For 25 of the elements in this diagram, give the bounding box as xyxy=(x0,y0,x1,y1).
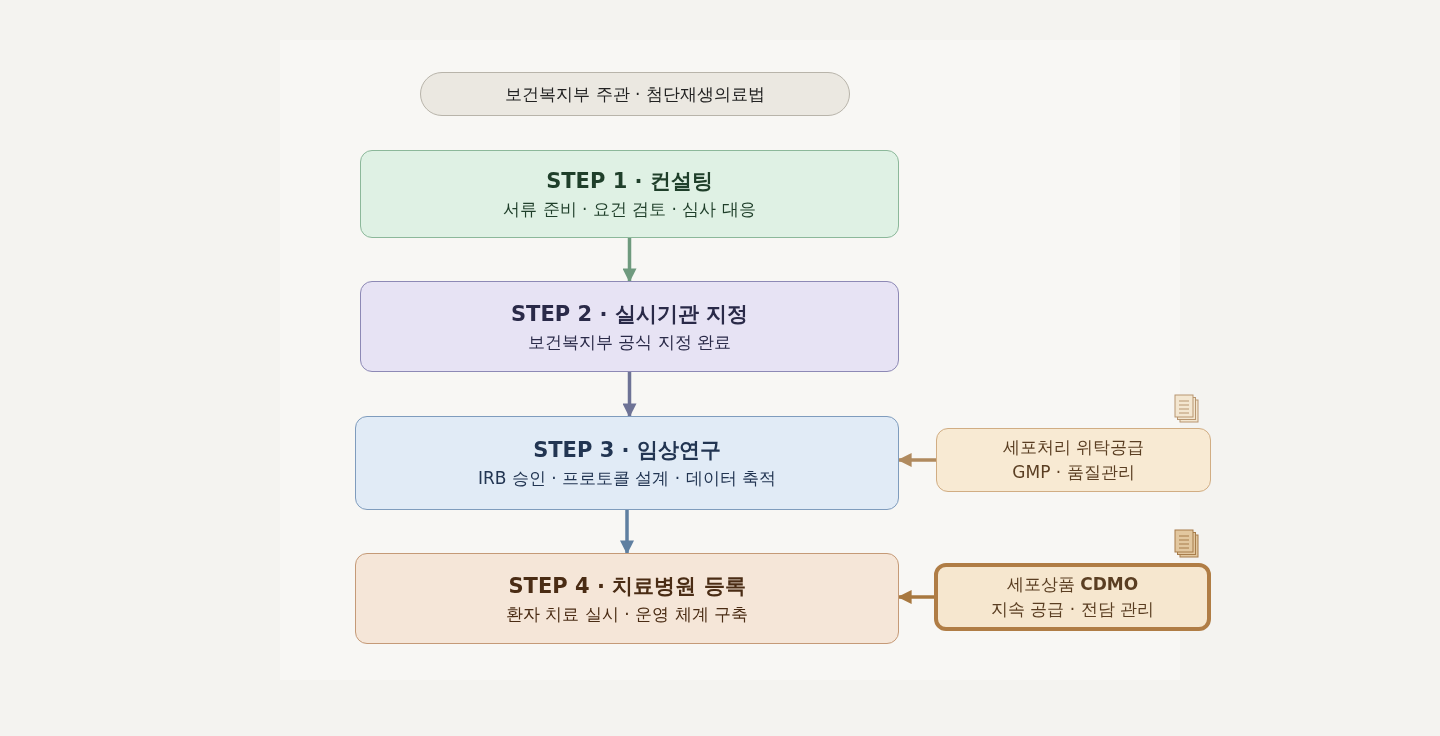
service-title: 세포처리 위탁공급 xyxy=(1002,436,1145,459)
step-title: STEP 2 · 실시기관 지정 xyxy=(511,300,748,328)
step-description: 환자 치료 실시 · 운영 체계 구축 xyxy=(506,602,748,626)
arrow xyxy=(622,238,637,283)
step-title: STEP 1 · 컨설팅 xyxy=(546,168,713,195)
supply-box xyxy=(934,563,1211,631)
step-box xyxy=(355,416,899,510)
step-description: IRB 승인 · 프로토콜 설계 · 데이터 축적 xyxy=(477,467,777,490)
arrow xyxy=(622,372,637,418)
step-box xyxy=(360,150,899,238)
service-detail: GMP · 품질관리 xyxy=(1012,461,1135,484)
step-box xyxy=(355,553,899,644)
step-box xyxy=(360,281,899,372)
arrow xyxy=(897,590,934,604)
step-title: STEP 3 · 임상연구 xyxy=(533,437,721,464)
arrow xyxy=(897,453,936,467)
header-text: 보건복지부 주관 · 첨단재생의료법 xyxy=(505,83,765,106)
service-detail: 지속 공급 · 전담 관리 xyxy=(991,598,1154,621)
supply-box xyxy=(936,428,1211,492)
step-title: STEP 4 · 치료병원 등록 xyxy=(508,572,746,600)
step-description: 서류 준비 · 요건 검토 · 심사 대응 xyxy=(503,198,756,221)
header-pill xyxy=(420,72,850,116)
service-title: 세포상품 CDMO xyxy=(1006,573,1139,596)
step-description: 보건복지부 공식 지정 완료 xyxy=(527,330,732,354)
arrow xyxy=(620,510,634,555)
